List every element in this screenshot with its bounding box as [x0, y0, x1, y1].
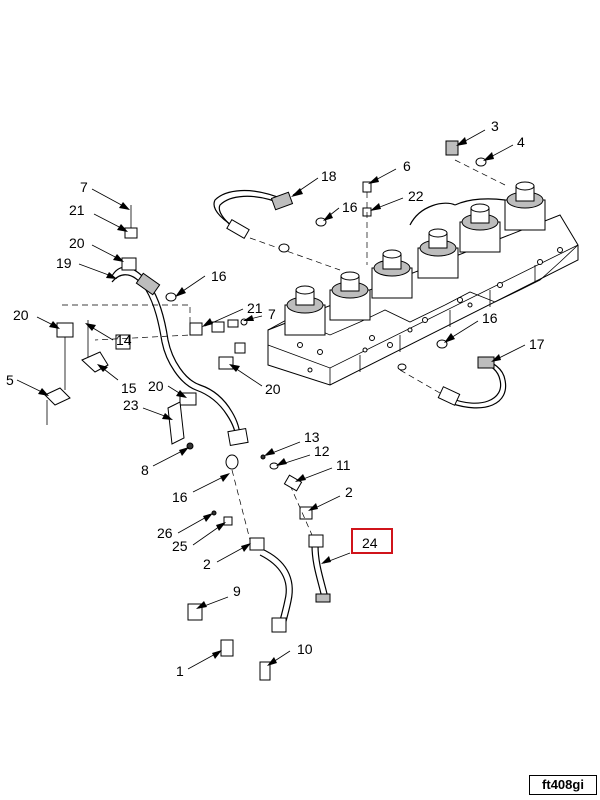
- callout-9: 9: [233, 583, 241, 599]
- injector-unit-5: [459, 203, 501, 253]
- lower-fittings: [220, 454, 303, 681]
- highlighted-callout-box: [351, 528, 393, 554]
- left-brackets: [44, 205, 197, 450]
- callout-7-center: 7: [268, 306, 276, 322]
- injector-unit-2: [329, 271, 371, 321]
- center-fittings: [362, 181, 372, 265]
- callout-3: 3: [491, 118, 499, 134]
- injector-block-assembly: [267, 181, 579, 386]
- callout-17: 17: [529, 336, 545, 352]
- callout-7-upper: 7: [80, 179, 88, 195]
- injector-unit-4: [417, 228, 459, 279]
- callout-5: 5: [6, 372, 14, 388]
- callout-26: 26: [157, 525, 173, 541]
- callout-2-lower: 2: [203, 556, 211, 572]
- callout-20-center: 20: [265, 381, 281, 397]
- callout-19: 19: [56, 255, 72, 271]
- callout-24: 24: [362, 535, 378, 551]
- callout-10: 10: [297, 641, 313, 657]
- callout-20-left: 20: [13, 307, 29, 323]
- callout-16-top: 16: [342, 199, 358, 215]
- callout-23: 23: [123, 397, 139, 413]
- figure-code-label: ft408gi: [529, 775, 597, 795]
- callout-20-mid: 20: [148, 378, 164, 394]
- upper-harness-line: [213, 189, 341, 271]
- injector-unit-1: [284, 285, 326, 336]
- callout-1: 1: [176, 663, 184, 679]
- callout-16-right: 16: [482, 310, 498, 326]
- callout-16-left: 16: [211, 268, 227, 284]
- callout-labels: 3 4 6 7 18 22 21 16 20 19 16 21 7 20 14 …: [6, 118, 545, 679]
- callout-15: 15: [121, 380, 137, 396]
- callout-20-upper: 20: [69, 235, 85, 251]
- injector-unit-3: [371, 249, 413, 299]
- callout-12: 12: [314, 443, 330, 459]
- callout-14: 14: [116, 332, 132, 348]
- callout-leaders: [16, 129, 526, 670]
- callout-4: 4: [517, 134, 525, 150]
- callout-21-upper: 21: [69, 202, 85, 218]
- injector-unit-6: [504, 181, 546, 231]
- callout-25: 25: [172, 538, 188, 554]
- o-ring-16c: [165, 292, 177, 302]
- callout-8: 8: [141, 462, 149, 478]
- callout-16-lower: 16: [172, 489, 188, 505]
- o-ring-16b: [278, 243, 290, 253]
- callout-2-upper: 2: [345, 484, 353, 500]
- callout-11: 11: [336, 457, 351, 473]
- callout-18: 18: [321, 168, 337, 184]
- fuel-feed-line: [111, 266, 249, 470]
- o-ring-16d: [436, 339, 448, 349]
- callout-13: 13: [304, 429, 320, 445]
- center-small-fittings: [189, 318, 248, 370]
- lower-supply-lines: [187, 469, 331, 633]
- callout-21-center: 21: [247, 300, 263, 316]
- top-right-fittings: [445, 140, 506, 186]
- right-harness-line: [399, 356, 507, 409]
- callout-22: 22: [408, 188, 424, 204]
- callout-6: 6: [403, 158, 411, 174]
- o-ring-16e: [397, 363, 407, 371]
- o-ring-16a: [315, 217, 327, 227]
